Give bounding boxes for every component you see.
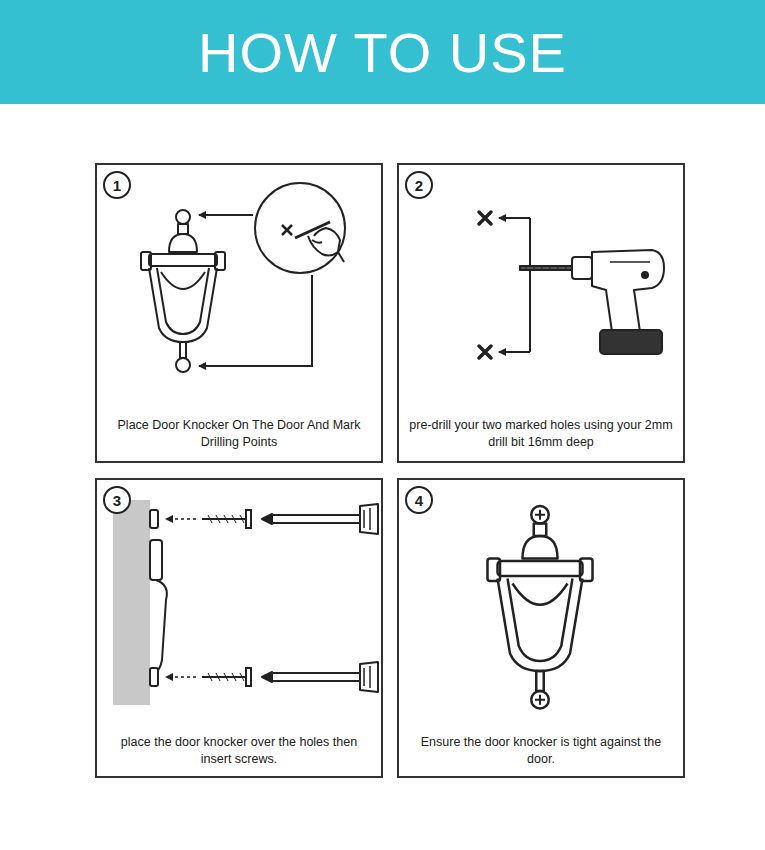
step-caption: place the door knocker over the holes th… — [107, 734, 371, 768]
magnifier-detail — [255, 183, 345, 273]
step-number: 4 — [405, 486, 433, 514]
drill-marks — [479, 212, 491, 358]
step-panel: Ensure the door knocker is tight against… — [397, 478, 685, 778]
drill-tool — [520, 250, 664, 354]
door-section — [113, 500, 150, 705]
step-number: 1 — [103, 171, 131, 199]
callout-number: 3 — [113, 493, 121, 508]
callout-number: 4 — [415, 493, 423, 508]
screwdrivers — [262, 504, 378, 692]
knocker-profile — [150, 510, 167, 686]
step-number: 2 — [405, 171, 433, 199]
mounted-knocker — [488, 506, 593, 709]
drill-bracket — [499, 218, 530, 352]
knocker-drawing — [141, 210, 225, 372]
leader-arrows — [199, 215, 312, 366]
callout-number: 2 — [415, 178, 423, 193]
step-panel: pre-drill your two marked holes using yo… — [397, 163, 685, 463]
callout-number: 1 — [113, 178, 121, 193]
screws — [202, 510, 251, 686]
step-caption: pre-drill your two marked holes using yo… — [409, 417, 673, 451]
page-title: HOW TO USE — [0, 0, 765, 104]
step-caption: Place Door Knocker On The Door And Mark … — [107, 417, 371, 451]
insert-arrows — [166, 519, 196, 677]
step-caption: Ensure the door knocker is tight against… — [409, 734, 673, 768]
step-panel: Place Door Knocker On The Door And Mark … — [95, 163, 383, 463]
step-panel: place the door knocker over the holes th… — [95, 478, 383, 778]
step-number: 3 — [103, 486, 131, 514]
